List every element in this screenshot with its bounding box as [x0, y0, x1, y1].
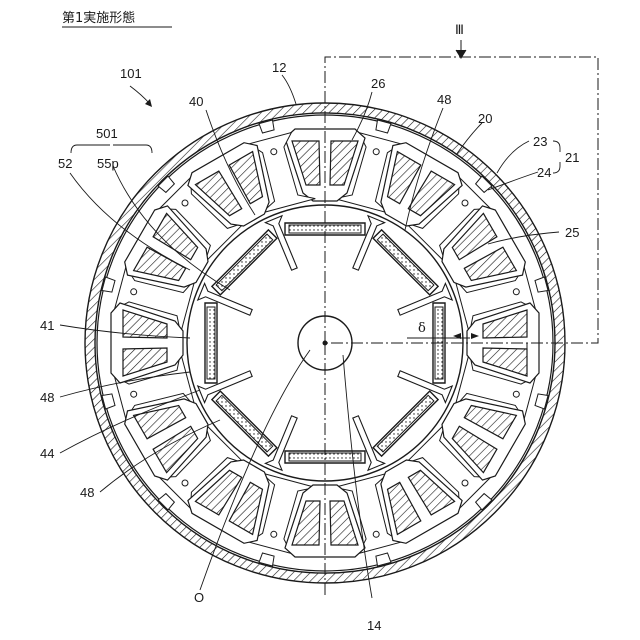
label-shaft: 14: [367, 618, 381, 633]
rotor-magnet: [207, 307, 215, 379]
stator-bolt-hole: [131, 391, 137, 397]
label-group: 501: [96, 126, 118, 141]
stator-bolt-hole: [182, 480, 188, 486]
gap-symbol-label: δ: [418, 321, 426, 336]
stator-bolt-hole: [462, 480, 468, 486]
figure-title: 第1実施形態: [62, 10, 135, 26]
stator-bolt-hole: [131, 289, 137, 295]
label-housing: 12: [272, 60, 286, 75]
section-marker-label: Ⅲ: [455, 22, 464, 37]
label-coil: 26: [371, 76, 385, 91]
stator-bolt-hole: [373, 149, 379, 155]
stator-bolt-hole: [271, 531, 277, 537]
label-group-part-a: 52: [58, 156, 72, 171]
label-axis: O: [194, 590, 204, 605]
label-stator-back: 23: [533, 134, 547, 149]
stator-bolt-hole: [513, 391, 519, 397]
label-slot: 25: [565, 225, 579, 240]
label-rotor-core: 40: [189, 94, 203, 109]
motor-arrow: [130, 86, 150, 104]
label-magnet-c: 48: [80, 485, 94, 500]
label-group-part-b: 55p: [97, 156, 119, 171]
stator-bolt-hole: [513, 289, 519, 295]
label-teeth: 24: [537, 165, 551, 180]
label-stator-core: 20: [478, 111, 492, 126]
label-stator: 21: [565, 150, 579, 165]
label-magnet-b: 48: [40, 390, 54, 405]
label-motor: 101: [120, 66, 142, 81]
stator-bolt-hole: [271, 149, 277, 155]
label-rotor-shaft-hole: 41: [40, 318, 54, 333]
section-arrow: [456, 40, 466, 58]
stator-bolt-hole: [373, 531, 379, 537]
label-magnet-a: 48: [437, 92, 451, 107]
stator-bolt-hole: [462, 200, 468, 206]
label-rotor-outer: 44: [40, 446, 54, 461]
stator-bolt-hole: [182, 200, 188, 206]
